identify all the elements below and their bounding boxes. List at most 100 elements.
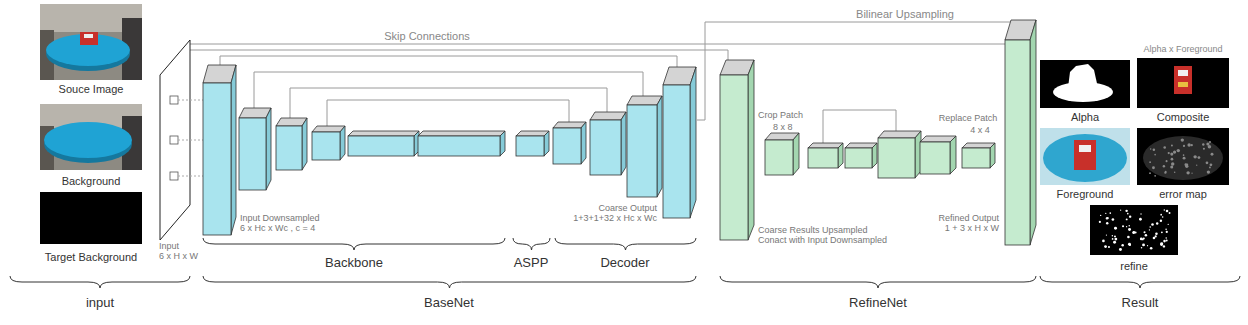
section-brace [1040,276,1240,288]
label-holder: Refined Output [937,207,1000,225]
image-thumbnail: error map [1137,128,1229,201]
refine-dot [1106,217,1108,219]
annotation: Coarse Results Upsampled [757,226,869,235]
refine-dot [1099,221,1101,223]
block-side [657,96,662,197]
block-side [581,122,586,164]
error-dot [1170,166,1173,169]
block-front [276,126,302,170]
toy-car [1178,70,1188,76]
refine-dot [1165,237,1167,239]
image-thumbnail: Foreground [1040,128,1130,201]
block-front [663,85,690,218]
error-dot [1152,166,1155,169]
block-top [590,112,626,120]
block-side [990,143,995,168]
block-side [793,133,799,175]
block-front [203,83,231,235]
block-front [920,142,950,174]
label-holder: Coarse Output [597,197,658,215]
refine-dot [1143,237,1145,239]
image-caption: Background [62,175,121,188]
refine-dot [1106,234,1107,235]
refine-dot [1160,243,1163,246]
error-dot [1171,162,1174,165]
annotation: Input Downsampled [239,214,321,223]
error-map-photo [1137,128,1229,185]
error-dot [1163,146,1166,149]
label-holder: Replace Patch [938,107,999,125]
annotation: Skip Connections [383,31,471,42]
error-dot [1191,173,1192,174]
layer-block [516,131,549,156]
block-front [720,75,748,240]
refine-dot [1141,247,1143,249]
annotation: 6 x H x W [158,252,199,261]
error-region [1143,136,1223,180]
refine-dot [1142,243,1145,246]
kernel-window [170,96,178,104]
annotation: 6 x Hc x Wc , c = 4 [239,224,316,233]
refine-dot [1139,218,1142,221]
block-front [627,105,657,197]
layer-block [920,136,956,174]
alpha-matte [1040,60,1130,108]
section-brace [203,276,696,288]
foreground-photo [1040,128,1130,185]
toy-car [80,32,98,45]
refine-dot [1114,235,1116,237]
refine-dot [1166,240,1168,242]
error-dot [1183,145,1185,147]
layer-block [808,143,843,168]
label-holder: 6 x H x W [158,245,199,263]
error-dot [1202,143,1204,145]
block-front [418,136,500,156]
image-caption: error map [1159,188,1207,201]
error-dot [1183,157,1186,160]
refine-dot [1162,216,1164,218]
error-dot [1209,141,1211,143]
refine-dot [1128,228,1131,231]
refine-dot [1128,243,1131,246]
layer-block [720,60,754,240]
block-side [231,65,236,235]
refine-dot [1166,231,1168,233]
error-dot [1211,153,1214,156]
block-top [808,143,843,148]
block-top [239,108,271,118]
error-dot [1168,152,1170,154]
kernel-window [170,136,178,144]
block-side [872,143,877,168]
section-brace [203,238,505,250]
refine-dot [1127,213,1129,215]
section-label: input [85,296,115,309]
block-front [590,120,621,175]
refine-dot [1166,210,1169,213]
refine-dot [1102,240,1105,243]
error-dot [1191,144,1193,146]
refine-dot [1129,244,1131,246]
layer-block [590,112,626,175]
refine-dot [1165,229,1167,231]
toy-car [84,34,93,38]
error-dot [1171,145,1173,147]
image-thumbnail: Alpha [1040,60,1130,124]
block-front [1005,40,1030,245]
layer-block [962,143,995,168]
label-holder: 6 x Hc x Wc , c = 4 [239,217,316,235]
layer-block [627,96,662,197]
refine-dot [1150,247,1153,250]
section-label: BaseNet [423,296,475,309]
section-brace [555,238,696,250]
block-side [838,143,843,168]
layer-block [312,126,345,160]
image-thumbnail: Background [38,104,144,188]
target-background-photo [40,192,142,244]
block-side [302,118,307,170]
section-brace [513,238,550,250]
section-label: Backbone [324,256,384,269]
refine-dot [1140,238,1143,241]
refine-dot [1153,237,1156,240]
block-side [748,60,754,240]
thumbnail-images [40,4,1229,255]
